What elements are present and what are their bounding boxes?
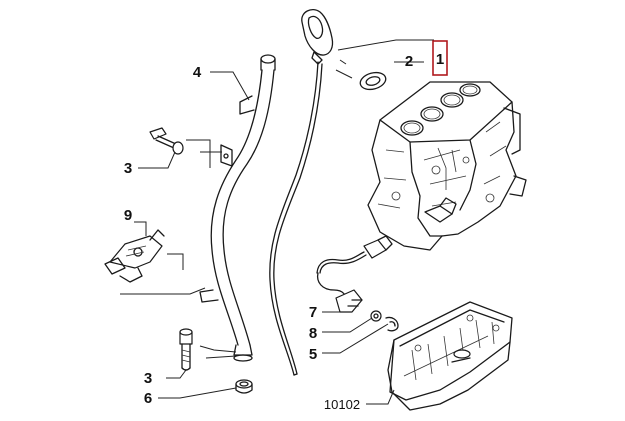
tube-bracket[interactable] [220,144,233,167]
callout-8[interactable]: 8 [309,325,317,342]
callout-3-upper[interactable]: 3 [124,160,132,177]
dipstick[interactable] [269,8,334,376]
bolt-upper[interactable] [149,127,184,155]
callout-2[interactable]: 2 [405,53,413,70]
washer[interactable] [235,379,253,394]
o-ring[interactable] [358,70,387,92]
bolt-lower[interactable] [179,328,193,371]
sensor-harness[interactable] [316,235,393,313]
leader-sensor-bracket [120,253,206,295]
callout-labels: 1 2 3 3 4 5 6 7 8 9 10102 [124,40,448,412]
oil-level-sensor[interactable] [104,229,165,283]
callout-5[interactable]: 5 [309,346,317,363]
dipstick-guide-tube[interactable] [199,54,276,362]
highlight-box-1 [432,40,448,76]
reference-code: 10102 [324,397,360,412]
callout-1[interactable]: 1 [436,51,444,68]
callout-7[interactable]: 7 [309,304,317,321]
oil-pan [387,301,513,411]
engine-block [367,81,527,251]
callout-4[interactable]: 4 [193,64,202,81]
leader-lines [134,39,434,405]
retaining-clip[interactable] [385,316,399,332]
callout-9[interactable]: 9 [124,207,132,224]
callout-6[interactable]: 6 [144,390,152,407]
callout-3-lower[interactable]: 3 [144,370,152,387]
seal-ring[interactable] [370,310,382,322]
